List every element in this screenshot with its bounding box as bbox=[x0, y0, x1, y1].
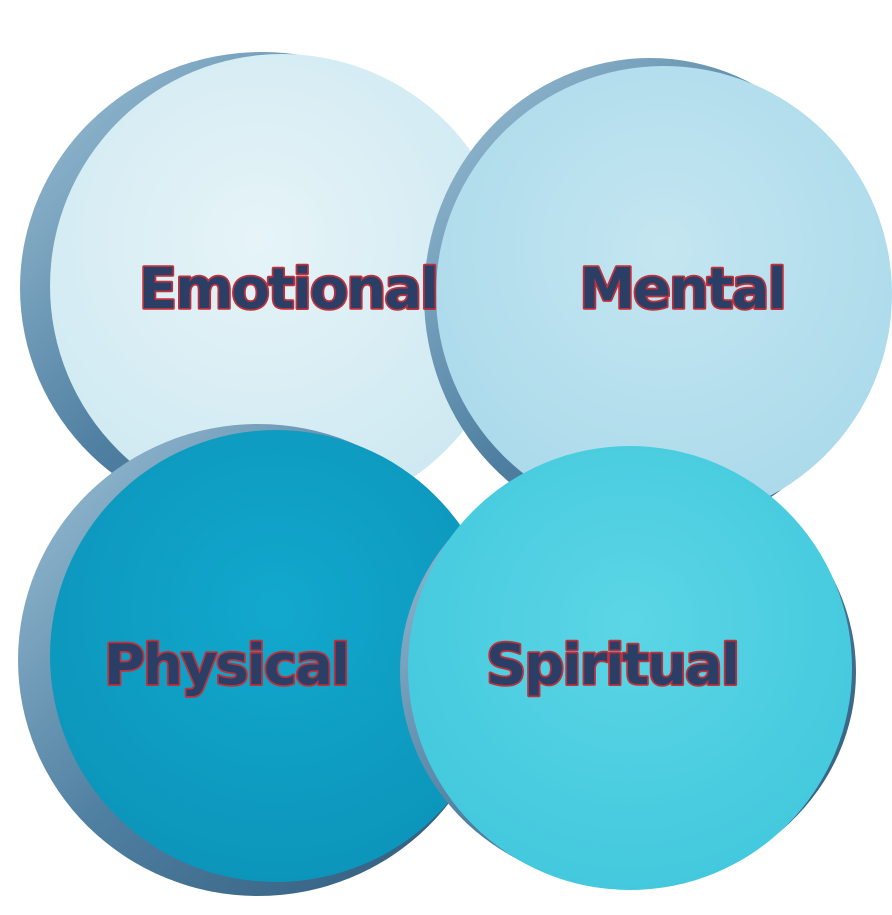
circle-mental bbox=[424, 58, 892, 534]
label-emotional: Emotional bbox=[139, 257, 437, 322]
circle-spiritual-face bbox=[408, 446, 852, 890]
label-physical: Physical bbox=[104, 633, 348, 698]
label-mental: Mental bbox=[579, 257, 784, 322]
circle-mental-face bbox=[436, 66, 892, 522]
circle-physical-face bbox=[50, 430, 502, 882]
circle-spiritual bbox=[400, 446, 856, 890]
circle-emotional bbox=[20, 52, 514, 524]
label-spiritual: Spiritual bbox=[486, 633, 738, 698]
circle-physical bbox=[18, 424, 502, 896]
circle-emotional-face bbox=[50, 54, 514, 518]
